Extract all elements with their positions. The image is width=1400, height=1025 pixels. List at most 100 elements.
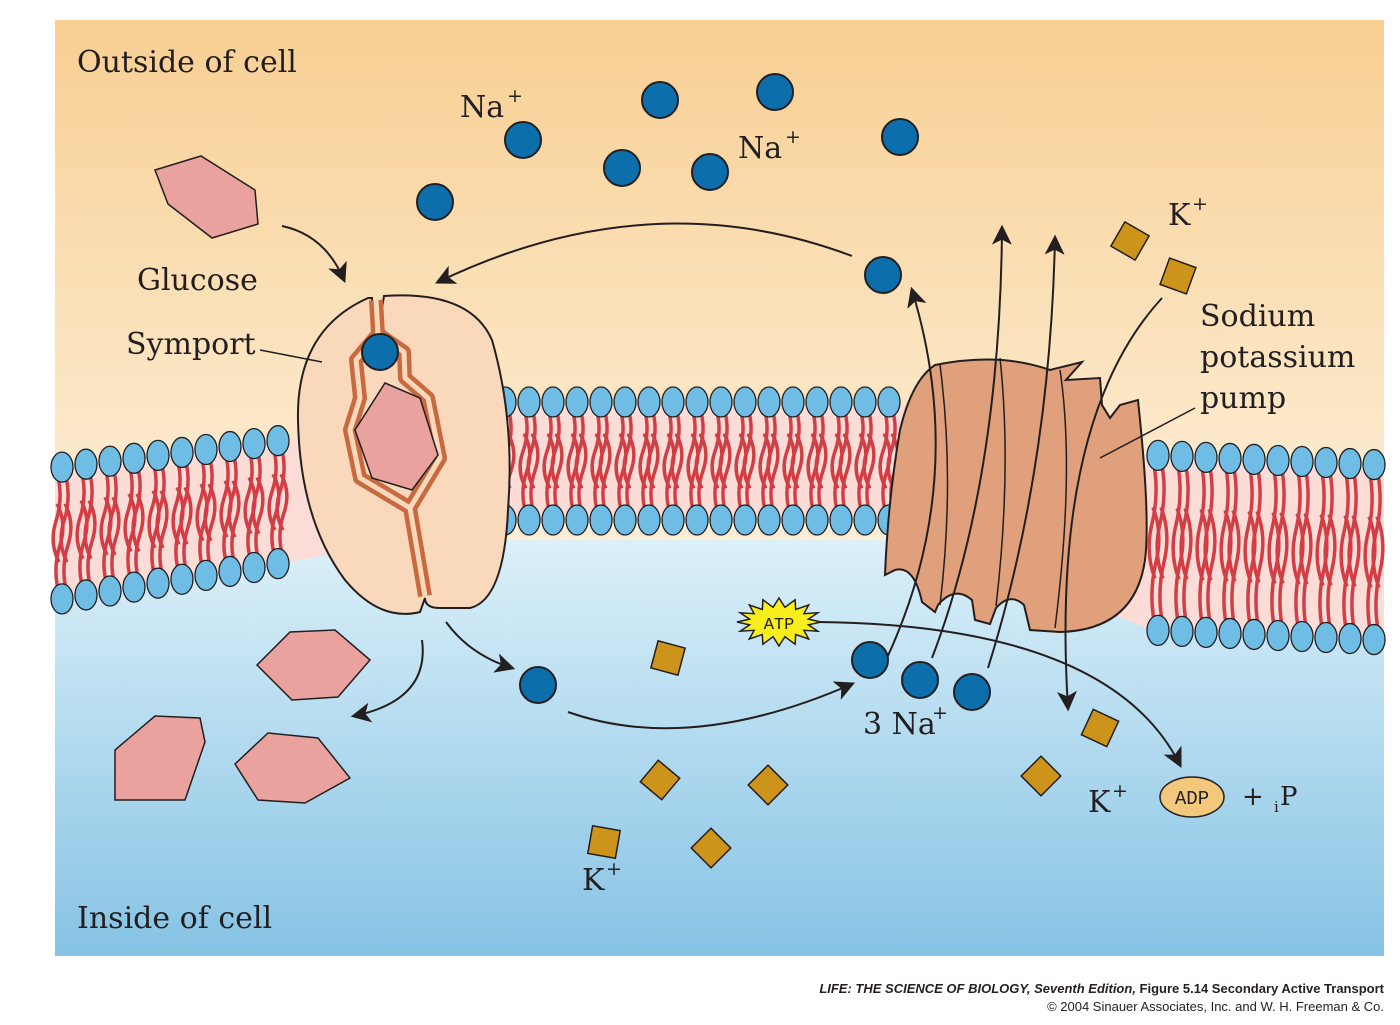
k-label-text: K [1168, 198, 1191, 233]
lipid-tail [574, 411, 585, 490]
lipid-head [829, 504, 853, 536]
lipid-tail [718, 411, 729, 490]
arrow-glucose-release [350, 639, 424, 723]
lipid-head [146, 439, 170, 472]
figure-caption: Figure 5.14 Secondary Active Transport [1135, 981, 1384, 996]
copyright-line: © 2004 Sinauer Associates, Inc. and W. H… [1047, 999, 1384, 1014]
lipid-tail [1243, 469, 1254, 584]
lipid-head [74, 448, 98, 480]
lipid-tail [566, 411, 577, 490]
book-title: LIFE: THE SCIENCE OF BIOLOGY [819, 981, 1027, 996]
lipid-tail [766, 411, 777, 490]
lipid-head [661, 386, 685, 418]
lipid-tail [243, 453, 254, 535]
lipid-tail [195, 459, 206, 542]
arrow-glucose-to-symport [281, 225, 347, 284]
arrow-sodium-recycle [434, 222, 853, 284]
lipid-tail [278, 473, 289, 555]
lipid-tail [107, 470, 118, 556]
lipid-tail [1171, 466, 1182, 581]
lipid-head [805, 386, 829, 418]
lipid-tail [1275, 470, 1286, 585]
lipid-head [1170, 615, 1194, 648]
lipid-head [1338, 622, 1362, 655]
lipid-tail [86, 499, 97, 586]
k-label-charge: + [1192, 193, 1208, 215]
bound-sodium-ion [361, 333, 399, 371]
na-label-left: Na + [460, 85, 523, 125]
lipid-head [122, 571, 146, 603]
symport-leader-line [259, 349, 323, 363]
lipid-tail [1371, 474, 1382, 589]
lipid-head [1266, 619, 1290, 652]
lipid-head [589, 386, 613, 418]
sodium-ion [691, 153, 729, 191]
na-label-charge: + [507, 85, 523, 107]
lipid-tail [131, 467, 142, 553]
potassium-ion [1080, 708, 1120, 748]
sodium-ion [519, 666, 557, 704]
lipid-tail [1222, 509, 1233, 624]
lipid-tail [206, 483, 217, 566]
lipid-tail [694, 411, 705, 490]
lipid-tail [686, 411, 697, 490]
transport-arrows [281, 222, 1182, 768]
lipid-head [1266, 444, 1290, 477]
lipid-head [1218, 442, 1242, 475]
k-label-text: K [1088, 785, 1111, 820]
lipid-tail [526, 411, 537, 490]
k-label-charge: + [606, 858, 622, 880]
pump-groove-3 [1054, 369, 1068, 629]
lipid-head [194, 559, 218, 591]
glucose-molecule [154, 155, 259, 239]
lipid-tail [670, 411, 681, 490]
lipid-head [1314, 621, 1338, 654]
lipid-head [613, 504, 637, 536]
arrow-sodium-to-pump [567, 681, 856, 730]
lipid-head [1146, 614, 1170, 646]
lipid-tail [1147, 465, 1158, 580]
lipid-tail [155, 464, 166, 549]
lipid-tail [878, 411, 889, 490]
lipid-tail [1251, 469, 1262, 584]
lipid-tail [227, 456, 238, 539]
glucose-molecules [114, 155, 372, 804]
lipid-head [1314, 446, 1338, 479]
lipid-tail [1150, 506, 1161, 621]
lipid-head [805, 504, 829, 536]
lipid-head [98, 575, 122, 607]
lipid-head [266, 547, 290, 580]
lipid-tail [1267, 470, 1278, 585]
lipid-tail [598, 411, 609, 490]
lipid-tail [59, 476, 70, 564]
plus-sign: + [1242, 782, 1264, 812]
lipid-head [781, 386, 805, 418]
lipid-tail [1195, 467, 1206, 582]
pi-subscript: i [1274, 798, 1279, 816]
lipid-head [517, 386, 541, 418]
lipid-head [1146, 439, 1170, 471]
na-label-text: Na [460, 90, 504, 125]
sodium-ions [416, 73, 991, 711]
lipid-head [637, 504, 661, 536]
pump-leader-line [1099, 407, 1196, 459]
k-label-text: K [582, 863, 605, 898]
arrow-na-exit-1 [885, 286, 937, 661]
lipid-tail [1342, 514, 1353, 629]
potassium-ion [1109, 220, 1151, 262]
k-label-bottom-right: K + [1088, 780, 1128, 820]
lipid-head [853, 504, 877, 536]
potassium-ion [1159, 257, 1197, 295]
lipid-head [122, 442, 146, 474]
atp-label: ATP [764, 616, 795, 635]
lipid-tail [1294, 512, 1305, 627]
lipid-tail [1347, 473, 1358, 588]
sodium-ion [504, 121, 542, 159]
lipid-tail [158, 489, 169, 574]
lipid-tail [673, 432, 684, 511]
lipid-tail [1315, 472, 1326, 587]
lipid-tail [1326, 513, 1337, 628]
lipid-tail [1158, 506, 1169, 621]
adp-label: ADP [1175, 788, 1209, 810]
sodium-ion [416, 183, 454, 221]
